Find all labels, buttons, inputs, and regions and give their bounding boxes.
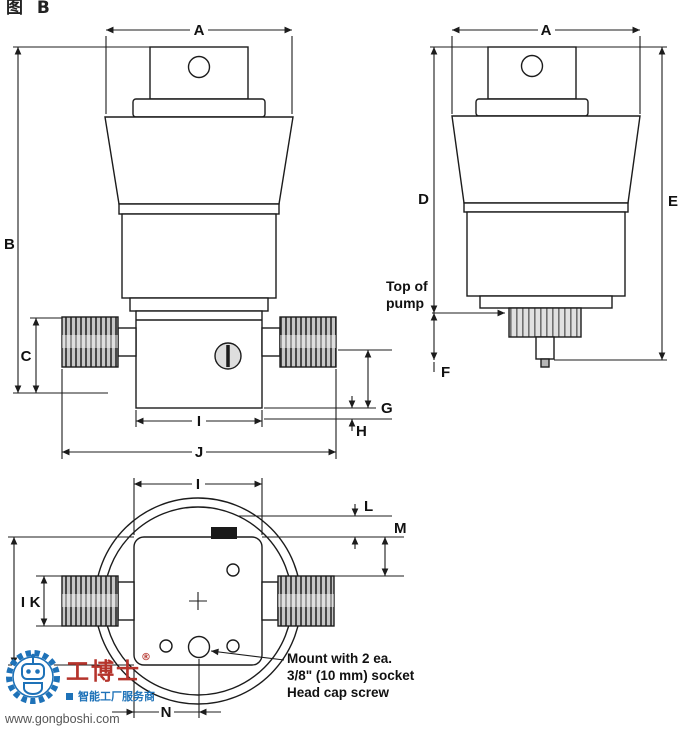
dim-l-label: L [364,498,373,515]
dim-n: N [112,659,221,721]
dim-b-label: B [4,236,15,253]
corner-text: 图 B [6,0,54,18]
port-hole-lower-right [226,639,240,653]
fitting-left-collar [117,327,137,357]
fitting-right-nut [279,316,337,368]
cap-flange-side [475,98,589,117]
dim-f-label: F [441,364,450,381]
lock-ring-side [463,202,629,213]
port-hole-upper [226,563,240,577]
cap-hole [187,55,211,79]
mount-note-line3: Head cap screw [287,685,390,700]
top-of-pump: Top of pump [386,278,505,317]
dim-b: B [4,46,150,394]
dim-a-side-label: A [541,22,552,39]
note-leader-arrow [210,648,285,661]
cap-flange [132,98,266,118]
mount-note-line1: Mount with 2 ea. [287,651,392,666]
dim-j: J [61,369,337,461]
top-dimensions: I L M I [8,476,415,721]
dim-e: E [554,46,678,361]
dim-i-top-label: I [196,476,200,493]
fitting-left-collar-top [117,581,135,621]
dim-j-label: J [195,444,203,461]
dim-a-side: A [451,22,641,114]
dim-i-top: I [133,476,263,535]
body-cylinder [121,213,277,299]
mount-note-line2: 3/8" (10 mm) socket [287,668,415,683]
dim-a: A [105,22,293,114]
dim-e-label: E [668,193,678,210]
logo-name: 工博士 [66,659,141,685]
body-step [129,297,269,312]
dim-f: F [430,313,450,381]
dim-d: D [418,46,488,313]
fitting-left-nut-top [61,575,119,627]
dim-g: G [264,349,393,417]
mount-note: Mount with 2 ea. 3/8" (10 mm) socket Hea… [210,648,415,700]
front-dimensions: A B C G [4,22,393,461]
top-of-pump-label-line1: Top of [386,278,428,294]
dim-i: I [135,410,263,430]
body-step-side [479,295,613,309]
fitting-left-nut-top-highlight [62,594,118,607]
dim-i-label: I [197,413,201,430]
logo-name-row: 工博士® [66,652,153,686]
dim-m: M [262,520,407,577]
top-view [61,497,335,705]
mount-hole [187,635,211,659]
logo-registered-mark: ® [141,652,153,663]
dim-h: H [264,396,392,440]
alignment-tab [211,527,237,539]
port-hole-lower-left [159,639,173,653]
dim-l: L [239,498,392,549]
bell-housing-side [451,115,641,204]
logo-tagline-row: 智能工厂服务商 [66,688,155,704]
logo-url: www.gongboshi.com [5,712,120,726]
dim-g-label: G [381,400,393,417]
dim-d-label: D [418,191,429,208]
center-cross [189,592,207,610]
fitting-right-collar-top [261,581,279,621]
logo-tagline: 智能工厂服务商 [78,690,155,703]
dim-i-left-label: I [21,594,25,611]
fitting-right-collar [261,327,281,357]
fitting-right-nut-top [277,575,335,627]
threaded-collar [508,307,582,338]
lock-ring [118,203,280,215]
dim-k: K [30,575,62,627]
pump-head [135,310,263,409]
dim-n-label: N [161,704,172,721]
fitting-left-nut-highlight [62,335,118,348]
fitting-right-nut-highlight [280,335,336,348]
fitting-right-nut-top-highlight [278,594,334,607]
bell-housing [104,116,294,205]
shaft-stem [535,336,555,360]
body-cylinder-side [466,211,626,297]
dim-c-label: C [21,348,32,365]
watermark-logo: 工博士® 智能工厂服务商 www.gongboshi.com [4,646,204,734]
dim-k-label: K [30,594,41,611]
dim-h-label: H [356,423,367,440]
cap-hole-side [520,54,544,78]
gear-robot-icon [6,650,60,704]
side-dimensions: A D E F Top [386,22,678,381]
dim-c: C [21,317,62,393]
side-view [451,46,641,368]
dim-m-label: M [394,520,407,537]
front-view [61,46,337,409]
top-of-pump-label-line2: pump [386,295,424,311]
logo-bullet [66,692,73,700]
shaft-tip [540,358,550,368]
dim-a-label: A [194,22,205,39]
fitting-left-nut [61,316,119,368]
